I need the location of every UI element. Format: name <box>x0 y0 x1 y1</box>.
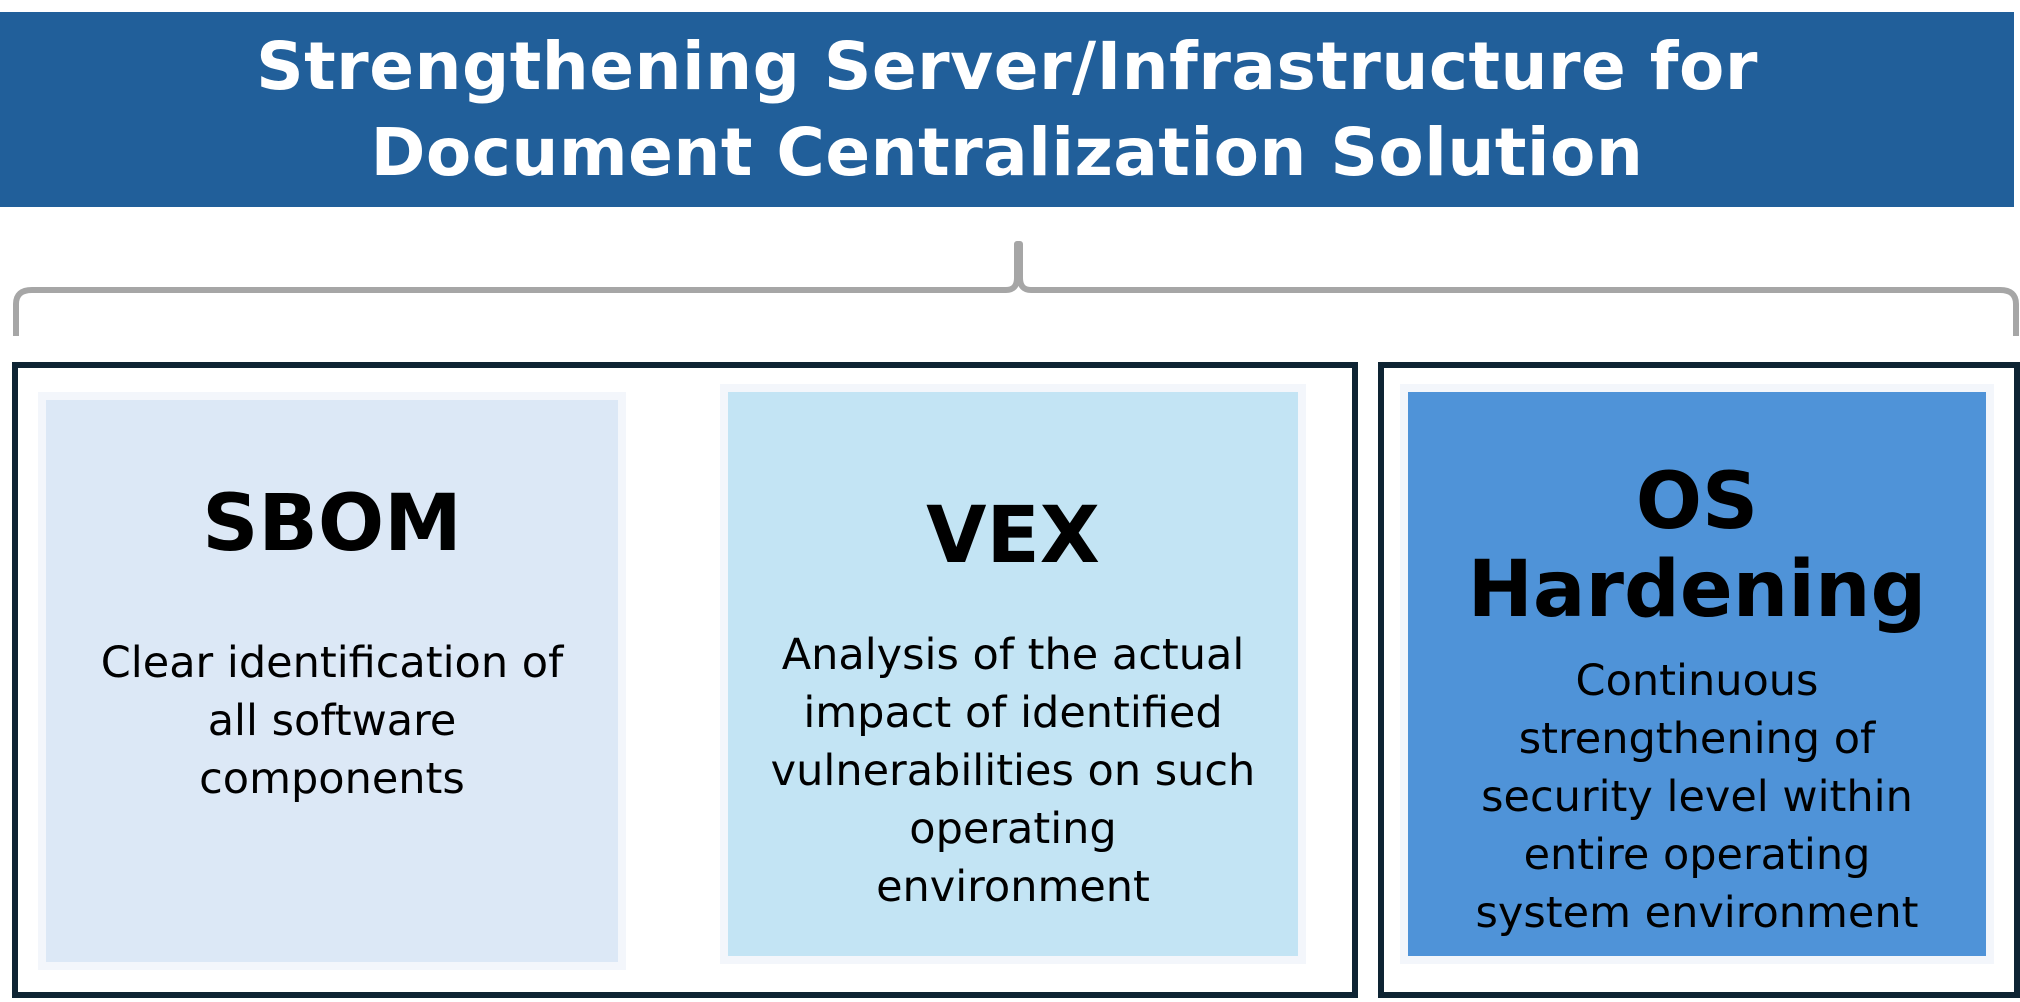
top-brace <box>13 241 2019 336</box>
card-vex-title: VEX <box>926 491 1100 581</box>
title-line-2: Document Centralization Solution <box>370 113 1644 191</box>
title-banner: Strengthening Server/Infrastructure for … <box>0 12 2014 207</box>
card-sbom-description: Clear identification of all software com… <box>100 638 564 804</box>
card-os-hardening: OS Hardening Continuous strengthening of… <box>1400 384 1994 964</box>
card-vex: VEX Analysis of the actual impact of ide… <box>720 384 1306 964</box>
card-os-hardening-title: OS Hardening <box>1467 457 1927 635</box>
title-line-1: Strengthening Server/Infrastructure for <box>256 27 1758 105</box>
card-sbom: SBOM Clear identification of all softwar… <box>38 392 626 970</box>
card-os-hardening-description: Continuous strengthening of security lev… <box>1475 656 1919 938</box>
card-sbom-title: SBOM <box>202 479 462 569</box>
card-vex-description: Analysis of the actual impact of identif… <box>770 630 1256 912</box>
